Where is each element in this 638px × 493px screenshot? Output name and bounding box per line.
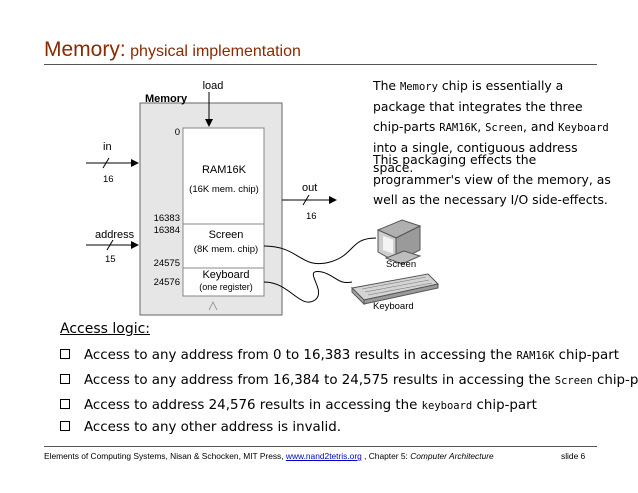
keyboard-desc: (one register) <box>199 282 253 292</box>
address-0: 0 <box>175 127 180 138</box>
keyboard-name: Keyboard <box>202 269 249 281</box>
out-bus-slash <box>302 194 310 206</box>
footer-credit: Elements of Computing Systems, Nisan & S… <box>44 451 494 461</box>
screen-device-label: Screen <box>386 259 416 270</box>
description-paragraph-2: This packaging effects the programmer's … <box>373 152 611 207</box>
bullet-box <box>60 399 70 409</box>
slide-number: slide 6 <box>561 451 586 461</box>
address-24576: 24576 <box>154 277 180 288</box>
title-sub: physical implementation <box>130 43 301 60</box>
code-keyboard: Keyboard <box>558 122 609 134</box>
bullet-box <box>60 421 70 431</box>
slide-title: Memory: physical implementation <box>44 38 301 62</box>
keyboard-cable <box>263 271 353 303</box>
ram16k-desc: (16K mem. chip) <box>189 184 259 195</box>
ram16k-part <box>182 127 265 225</box>
access-item: Access to any other address is invalid. <box>60 420 630 435</box>
load-label: load <box>203 80 224 92</box>
address-bus-slash <box>106 239 114 251</box>
screen-name: Screen <box>209 229 244 241</box>
in-label: in <box>103 141 112 153</box>
memory-chip-label: Memory <box>145 93 188 105</box>
bullet-box <box>60 374 70 384</box>
in-bus-slash <box>102 157 110 169</box>
address-width: 15 <box>105 254 116 265</box>
access-logic-heading: Access logic: <box>60 321 151 337</box>
address-16383: 16383 <box>154 213 180 224</box>
code-memory: Memory <box>399 81 438 93</box>
footer-divider <box>44 446 597 447</box>
keyboard-icon <box>350 273 440 306</box>
screen-desc: (8K mem. chip) <box>194 244 258 255</box>
out-label: out <box>302 182 317 194</box>
out-width: 16 <box>306 211 317 222</box>
code-screen: Screen <box>485 122 524 134</box>
access-item: Access to any address from 0 to 16,383 r… <box>60 348 630 363</box>
memory-diagram: Memory RAM16K (16K mem. chip) Screen (8K… <box>86 80 440 316</box>
access-item: Access to any address from 16,384 to 24,… <box>60 373 638 388</box>
ram16k-name: RAM16K <box>202 164 247 176</box>
address-24575: 24575 <box>154 258 180 269</box>
in-width: 16 <box>103 174 114 185</box>
title-divider <box>44 64 597 65</box>
keyboard-device-label: Keyboard <box>373 301 414 312</box>
description-paragraph-1: The Memory chip is essentially a package… <box>373 78 609 175</box>
title-main: Memory: <box>44 38 126 61</box>
address-label: address <box>95 229 135 241</box>
screen-cable <box>263 237 377 264</box>
code-ram16k: RAM16K <box>439 122 478 134</box>
address-16384: 16384 <box>154 225 180 236</box>
nand2tetris-link[interactable]: www.nand2tetris.org <box>285 451 362 461</box>
clock-triangle <box>208 301 218 311</box>
monitor-icon <box>376 219 422 265</box>
bullet-box <box>60 349 70 359</box>
access-item: Access to address 24,576 results in acce… <box>60 398 630 413</box>
